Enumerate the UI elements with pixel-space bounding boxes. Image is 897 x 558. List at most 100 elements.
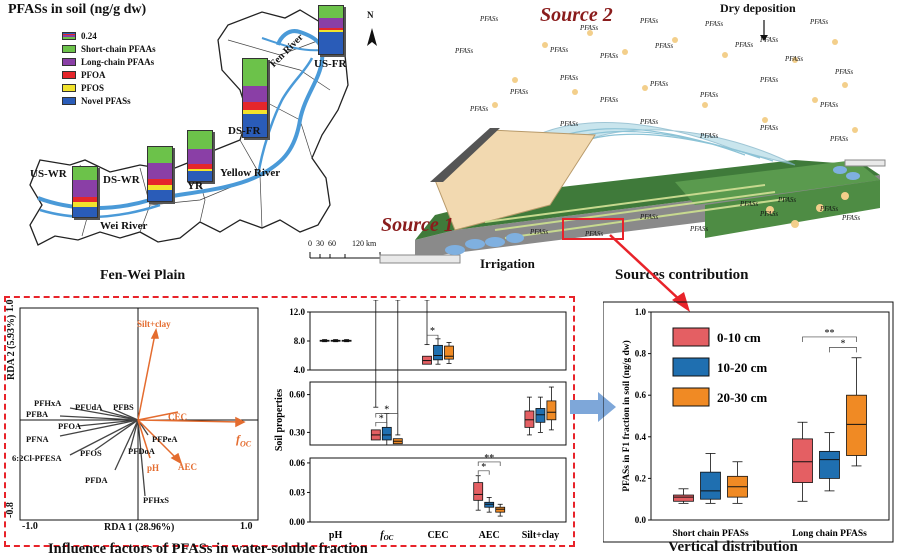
soil-box bbox=[524, 396, 535, 436]
soil-box bbox=[392, 300, 403, 445]
bar-segment bbox=[188, 163, 212, 169]
source2-label: Source 2 bbox=[540, 4, 613, 26]
north-arrow-icon bbox=[367, 28, 377, 46]
significance-mark: * bbox=[379, 413, 384, 424]
vert-ytick-label: 0.2 bbox=[635, 473, 647, 483]
vert-axis-frame bbox=[650, 311, 890, 521]
site-stacked-bar bbox=[242, 58, 268, 138]
vert-category-label: Long chain PFASs bbox=[792, 529, 867, 539]
soil-ytick-label: 0.00 bbox=[289, 517, 305, 527]
significance-mark: * bbox=[481, 462, 486, 473]
map-legend: 0.24 Short-chain PFAAs Long-chain PFAAs … bbox=[62, 29, 156, 107]
soil-box bbox=[330, 339, 341, 343]
pfass-particle-label: PFASs bbox=[740, 200, 759, 208]
legend-swatch bbox=[62, 70, 76, 79]
soil-box bbox=[370, 300, 381, 441]
rda-species-label: PFDA bbox=[85, 475, 108, 485]
legend-item: Long-chain PFAAs bbox=[62, 55, 156, 68]
scale-tick-60: 60 bbox=[328, 239, 336, 248]
pfass-particle-label: PFASs bbox=[640, 213, 659, 221]
scale-labels: 0 30 60 120 km bbox=[308, 239, 398, 248]
pfass-particle-label: PFASs bbox=[842, 214, 861, 222]
bar-segment bbox=[319, 6, 343, 18]
soil-box bbox=[473, 475, 484, 511]
rda-species-label: PFHxS bbox=[143, 495, 169, 505]
soil-box bbox=[546, 386, 557, 431]
legend-swatch bbox=[62, 31, 76, 40]
soil-box bbox=[341, 339, 352, 343]
pfass-particle-label: PFASs bbox=[655, 42, 674, 50]
rda-env-label: CEC bbox=[168, 412, 188, 422]
soil-box bbox=[319, 339, 330, 343]
legend-swatch bbox=[62, 83, 76, 92]
site-label-yr: YR bbox=[187, 180, 203, 192]
site-label-us-fr: US-FR bbox=[314, 58, 347, 70]
legend-item: Novel PFASs bbox=[62, 94, 156, 107]
rda-env-label: AEC bbox=[178, 462, 198, 472]
vert-box bbox=[727, 461, 748, 504]
pfass-particle-label: PFASs bbox=[480, 15, 499, 23]
soil-ytick-label: 0.30 bbox=[289, 427, 305, 437]
soil-category-label: CEC bbox=[427, 530, 448, 541]
vert-ytick-label: 1.0 bbox=[635, 307, 647, 317]
vert-box bbox=[700, 453, 721, 504]
vert-box bbox=[673, 488, 694, 504]
irrigation-label: Irrigation bbox=[480, 256, 535, 271]
dry-deposition-particles bbox=[492, 30, 858, 228]
rda-xtick-max: 1.0 bbox=[240, 521, 253, 532]
bar-segment bbox=[73, 167, 97, 180]
bar-segment bbox=[319, 18, 343, 28]
pfass-particle-label: PFASs bbox=[530, 228, 549, 236]
influence-panel bbox=[4, 296, 575, 547]
significance-bracket bbox=[802, 336, 857, 342]
rda-ytick-max: 1.0 bbox=[5, 299, 16, 313]
vert-legend-swatch bbox=[672, 357, 710, 377]
significance-mark: ** bbox=[825, 328, 835, 339]
soil-ytick-label: 4.0 bbox=[294, 365, 306, 375]
pfass-particle-label: PFASs bbox=[705, 20, 724, 28]
pfass-particle-label: PFASs bbox=[470, 105, 489, 113]
deposition-arrowhead bbox=[760, 35, 768, 41]
pfass-particle-label: PFASs bbox=[690, 225, 709, 233]
greenhouse-roof-top bbox=[430, 128, 500, 182]
significance-mark: * bbox=[841, 338, 846, 349]
pfass-particle-label: PFASs bbox=[455, 47, 474, 55]
significance-mark: * bbox=[430, 326, 435, 337]
legend-item: PFOS bbox=[62, 81, 156, 94]
bar-segment bbox=[148, 147, 172, 164]
rda-plot bbox=[19, 307, 259, 521]
site-label-ds-wr: DS-WR bbox=[103, 174, 140, 186]
soil-axis-frame bbox=[309, 457, 567, 523]
soil-ytick-label: 12.0 bbox=[289, 307, 305, 317]
bar-segment bbox=[243, 59, 267, 87]
soil-box bbox=[495, 503, 506, 517]
water-splash bbox=[445, 233, 524, 255]
vert-box bbox=[846, 357, 867, 467]
irrigation-pipe bbox=[379, 254, 461, 264]
rda-env-label-foc: fOC bbox=[236, 432, 251, 448]
soil-ylabel: Soil properties bbox=[274, 389, 285, 451]
bar-segment bbox=[188, 131, 212, 149]
vert-ytick-label: 0.8 bbox=[635, 349, 647, 359]
legend-swatch bbox=[62, 44, 76, 53]
significance-bracket bbox=[477, 461, 501, 466]
significance-mark: * bbox=[384, 405, 389, 416]
vert-ytick-label: 0.6 bbox=[635, 390, 647, 400]
rda-species-label: PFUdA bbox=[75, 402, 103, 412]
vert-box bbox=[819, 432, 840, 492]
faucet-pipe bbox=[844, 159, 886, 167]
map-subtitle: Fen-Wei Plain bbox=[100, 268, 186, 283]
rda-species-label: PFHxA bbox=[34, 398, 62, 408]
rda-ylabel: RDA 2 (5.93%) bbox=[6, 314, 17, 380]
river-label-yellow: Yellow River bbox=[220, 167, 281, 179]
legend-swatch bbox=[62, 96, 76, 105]
pfass-particle-label: PFASs bbox=[640, 118, 659, 126]
scale-tick-30: 30 bbox=[316, 239, 324, 248]
legend-item: Short-chain PFAAs bbox=[62, 42, 156, 55]
foc-main: f bbox=[236, 432, 240, 446]
faucet-splash bbox=[833, 166, 860, 180]
pfass-particle-label: PFASs bbox=[560, 120, 579, 128]
soil-box bbox=[444, 342, 454, 364]
